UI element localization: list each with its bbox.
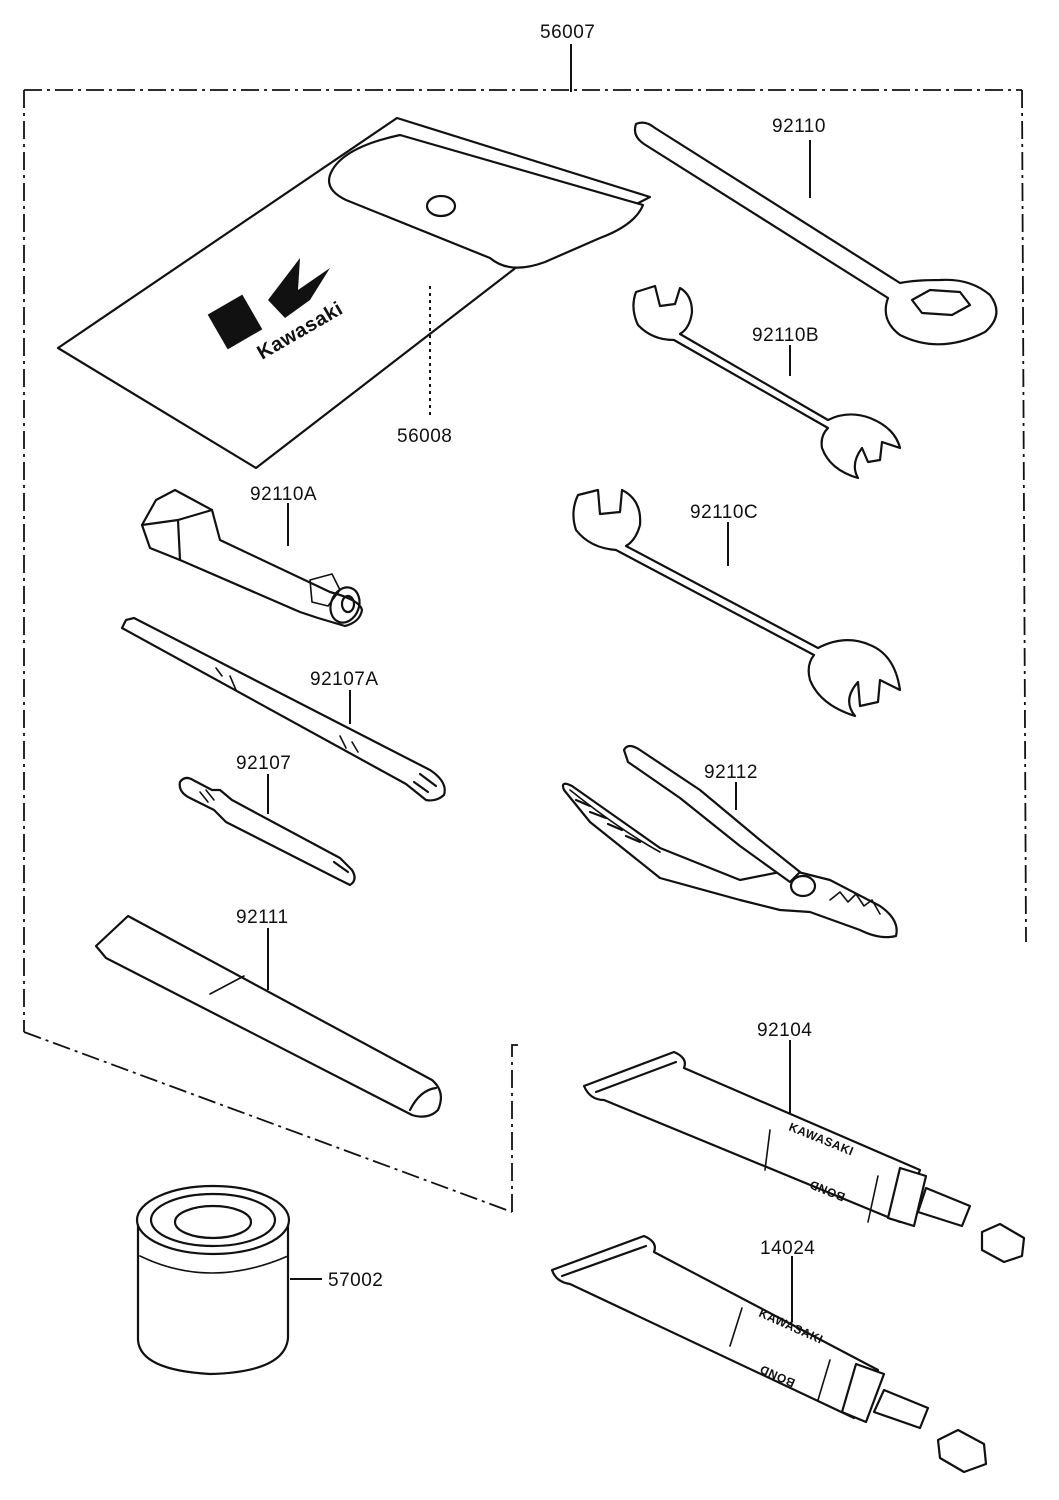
label-14024: 14024 [760, 1238, 815, 1259]
grease-tube: KAWASAKI BOND 92104 [582, 1020, 1026, 1264]
bond-tube: KAWASAKI BOND 14024 [550, 1234, 988, 1474]
open-wrench-c: 92110C [572, 488, 902, 718]
label-92104: 92104 [757, 1020, 812, 1041]
can: 57002 [135, 1184, 383, 1376]
label-56008: 56008 [397, 426, 452, 447]
label-92107: 92107 [236, 753, 291, 774]
open-wrench-b: 92110B [632, 284, 902, 480]
label-92111: 92111 [236, 907, 289, 928]
kit-callout: 56007 [540, 22, 595, 92]
spark-plug-wrench: 92110A [140, 484, 364, 628]
ring-wrench: 92110 [633, 116, 998, 346]
pliers: 92112 [561, 744, 898, 939]
label-92110C: 92110C [690, 502, 758, 523]
tool-pouch: Kawasaki 56008 [56, 116, 652, 470]
label-56007: 56007 [540, 22, 595, 43]
label-92112: 92112 [704, 762, 758, 783]
label-92110A: 92110A [250, 484, 317, 505]
screwdriver-bit: 92107 [178, 753, 356, 887]
kit-boundary [23, 89, 1027, 1213]
handle-bar: 92111 [94, 907, 443, 1118]
label-92110: 92110 [772, 116, 826, 137]
label-57002: 57002 [328, 1270, 383, 1291]
label-92107A: 92107A [310, 669, 379, 690]
label-92110B: 92110B [752, 325, 819, 346]
screwdriver-handle: 92107A [120, 616, 446, 802]
